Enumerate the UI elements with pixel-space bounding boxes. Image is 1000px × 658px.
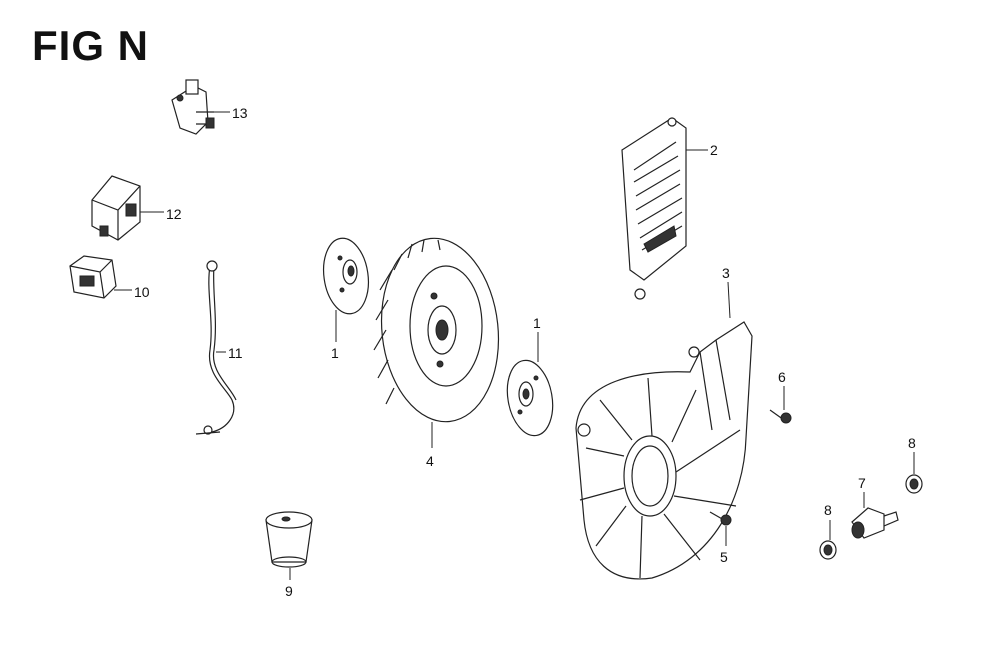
callout-2: 2 (710, 142, 718, 158)
part-9-cap[interactable] (265, 511, 313, 568)
callout-8b: 8 (908, 435, 916, 451)
callout-13: 13 (232, 105, 248, 121)
part-8-clip-upper[interactable] (905, 474, 923, 494)
callout-10: 10 (134, 284, 150, 300)
part-13-switch[interactable] (171, 79, 215, 135)
callout-9: 9 (285, 583, 293, 599)
part-5-bolt[interactable] (709, 511, 732, 526)
part-1-plate-right[interactable] (502, 357, 559, 439)
part-7-fitting[interactable] (851, 507, 899, 539)
figure-title: FIG N (32, 22, 149, 69)
part-2-finned-guide[interactable] (621, 117, 687, 300)
callout-5: 5 (720, 549, 728, 565)
callout-7: 7 (858, 475, 866, 491)
part-10-cover[interactable] (69, 255, 117, 299)
part-12-block[interactable] (91, 175, 141, 241)
callout-6: 6 (778, 369, 786, 385)
callout-4: 4 (426, 453, 434, 469)
part-8-clip-lower[interactable] (819, 540, 837, 560)
callout-1b: 1 (533, 315, 541, 331)
callout-12: 12 (166, 206, 182, 222)
part-1-plate-left[interactable] (319, 235, 373, 316)
part-11-wire-harness[interactable] (195, 260, 237, 435)
callout-11: 11 (228, 345, 243, 361)
callout-1a: 1 (331, 345, 339, 361)
part-4-flywheel[interactable] (373, 232, 508, 427)
callout-3: 3 (722, 265, 730, 281)
callout-8a: 8 (824, 502, 832, 518)
part-3-fan-shroud[interactable] (575, 321, 753, 580)
leader-3 (727, 281, 731, 319)
part-6-bolt[interactable] (769, 409, 792, 424)
